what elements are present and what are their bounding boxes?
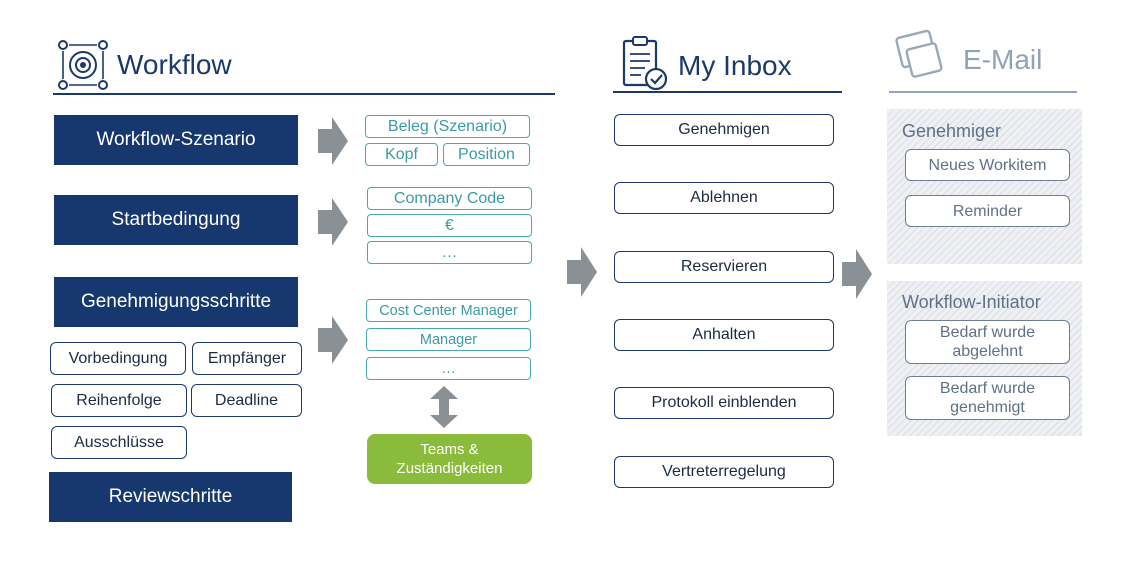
arrow-right-icon [318,117,348,165]
inbox-action-hold: Anhalten [614,319,834,351]
devices-icon [893,29,949,80]
arrow-right-icon [318,198,348,246]
teams-responsibilities-box: Teams & Zuständigkeiten [367,434,532,484]
inbox-title-rule [613,91,842,93]
workflow-scenario-block: Workflow-Szenario [54,115,298,165]
inbox-action-reserve: Reservieren [614,251,834,283]
approval-manager-box: Manager [366,328,531,351]
start-company-code-box: Company Code [367,187,532,210]
teams-responsibilities-label: Teams & Zuständigkeiten [396,441,503,477]
workflow-title-rule [53,93,555,95]
arrow-right-icon [318,316,348,364]
start-condition-block: Startbedingung [54,195,298,245]
inbox-action-reject: Ablehnen [614,182,834,214]
step-option-sequence: Reihenfolge [51,384,187,417]
step-option-recipient: Empfänger [192,342,302,375]
email-title-rule [889,91,1077,93]
up-down-arrow-icon [430,386,458,428]
approver-item-reminder: Reminder [905,195,1070,227]
arrow-right-icon [567,247,597,297]
approver-label: Genehmiger [902,121,1002,141]
clipboard-check-icon [621,36,669,92]
initiator-item-rejected: Bedarf wurde abgelehnt [905,320,1070,364]
review-steps-block: Reviewschritte [49,472,292,522]
initiator-item-approved: Bedarf wurde genehmigt [905,376,1070,420]
approval-more-box: … [366,357,531,380]
step-option-deadline: Deadline [191,384,302,417]
inbox-action-approve: Genehmigen [614,114,834,146]
arrow-right-icon [842,249,872,299]
scenario-header-box: Kopf [365,143,438,166]
workflow-icon [57,40,109,90]
inbox-title: My Inbox [678,50,792,81]
scenario-document-box: Beleg (Szenario) [365,115,530,138]
approval-steps-block: Genehmigungsschritte [54,277,298,327]
start-more-box: … [367,241,532,264]
email-title: E-Mail [963,44,1043,75]
step-option-precondition: Vorbedingung [50,342,186,375]
scenario-position-box: Position [443,143,530,166]
approval-cost-center-manager-box: Cost Center Manager [366,299,531,322]
start-currency-box: € [367,214,532,237]
step-option-exclusions: Ausschlüsse [51,426,187,459]
approver-panel [887,109,1082,264]
approver-item-new-workitem: Neues Workitem [905,149,1070,181]
initiator-label: Workflow-Initiator [902,292,1041,312]
workflow-title: Workflow [117,49,232,80]
inbox-action-show-log: Protokoll einblenden [614,387,834,419]
inbox-action-substitution: Vertreterregelung [614,456,834,488]
